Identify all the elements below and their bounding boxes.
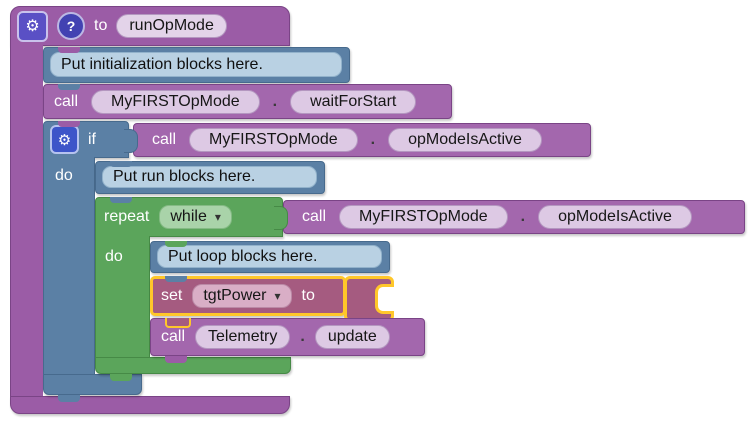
if-label: if	[88, 130, 96, 148]
call-waitforstart-block[interactable]: call MyFIRSTOpMode . waitForStart	[43, 84, 452, 119]
empty-value-socket[interactable]	[344, 276, 394, 322]
repeat-mode-value: while	[170, 208, 207, 225]
procedure-block[interactable]: ⚙ ? to runOpMode	[10, 6, 290, 46]
call-opmodeisactive-while-block[interactable]: call MyFIRSTOpMode . opModeIsActive	[283, 200, 745, 234]
variable-name: tgtPower	[203, 287, 267, 304]
help-icon[interactable]: ?	[57, 12, 85, 40]
repeat-block-top-row[interactable]: repeat while ▾	[95, 197, 283, 237]
connector-notch	[165, 318, 191, 328]
object-field: Telemetry	[195, 325, 291, 349]
mutator-gear-icon[interactable]: ⚙	[50, 125, 79, 154]
set-variable-block[interactable]: set tgtPower ▾ to	[150, 276, 346, 316]
object-field: MyFIRSTOpMode	[339, 205, 508, 229]
repeat-label: repeat	[104, 208, 150, 225]
loop-comment-text[interactable]: Put loop blocks here.	[157, 245, 382, 268]
dot-label: .	[370, 131, 376, 148]
method-field: update	[314, 325, 390, 349]
connector-notch	[165, 276, 187, 282]
repeat-block-do-column[interactable]	[95, 236, 150, 357]
init-comment-block[interactable]: Put initialization blocks here.	[43, 47, 350, 83]
connector-notch	[58, 395, 80, 402]
call-opmodeisactive-block[interactable]: call MyFIRSTOpMode . opModeIsActive	[133, 123, 591, 157]
value-socket-knob	[274, 206, 288, 230]
method-field: waitForStart	[290, 89, 417, 114]
if-block-top-row[interactable]: ⚙ if	[43, 121, 129, 158]
to-label: to	[94, 17, 108, 34]
run-comment-block[interactable]: Put run blocks here.	[95, 161, 325, 194]
socket-mouth	[375, 284, 394, 314]
gear-glyph: ⚙	[57, 131, 72, 149]
if-block-do-column[interactable]	[43, 157, 95, 374]
call-label: call	[161, 328, 186, 345]
dot-label: .	[300, 328, 305, 345]
call-label: call	[302, 208, 327, 225]
gear-glyph: ⚙	[25, 18, 40, 35]
repeat-mode-dropdown[interactable]: while ▾	[159, 205, 232, 229]
dot-label: .	[520, 208, 526, 225]
variable-dropdown[interactable]: tgtPower ▾	[192, 284, 292, 308]
procedure-block-bottom-bar[interactable]	[10, 396, 290, 414]
connector-notch	[110, 161, 132, 167]
call-label: call	[54, 92, 79, 110]
mutator-gear-icon[interactable]: ⚙	[17, 10, 48, 42]
call-label: call	[152, 131, 177, 148]
procedure-block-left-column[interactable]	[10, 44, 43, 398]
connector-notch	[165, 356, 187, 363]
if-do-label: do	[55, 167, 73, 184]
connector-notch	[165, 241, 187, 247]
repeat-do-label: do	[105, 248, 123, 265]
object-field: MyFIRSTOpMode	[189, 128, 358, 152]
method-field: opModeIsActive	[538, 205, 692, 229]
set-label: set	[161, 287, 183, 304]
chevron-down-icon: ▾	[214, 210, 221, 224]
connector-notch	[58, 121, 80, 127]
run-comment-text[interactable]: Put run blocks here.	[102, 166, 317, 188]
set-to-label: to	[301, 287, 315, 304]
loop-comment-block[interactable]: Put loop blocks here.	[150, 241, 390, 273]
connector-notch	[58, 47, 80, 53]
chevron-down-icon: ▾	[274, 289, 281, 303]
connector-notch	[110, 197, 132, 203]
help-glyph: ?	[66, 18, 76, 34]
repeat-block-bottom-bar[interactable]	[95, 357, 291, 374]
connector-notch	[110, 374, 132, 381]
value-socket-knob	[124, 129, 138, 153]
init-comment-text[interactable]: Put initialization blocks here.	[50, 52, 342, 77]
dot-label: .	[272, 92, 278, 110]
call-telemetry-update-block[interactable]: call Telemetry . update	[150, 318, 425, 356]
object-field: MyFIRSTOpMode	[91, 89, 260, 114]
method-field: opModeIsActive	[388, 128, 542, 152]
procedure-name-field[interactable]: runOpMode	[116, 14, 227, 38]
connector-notch	[58, 84, 80, 90]
